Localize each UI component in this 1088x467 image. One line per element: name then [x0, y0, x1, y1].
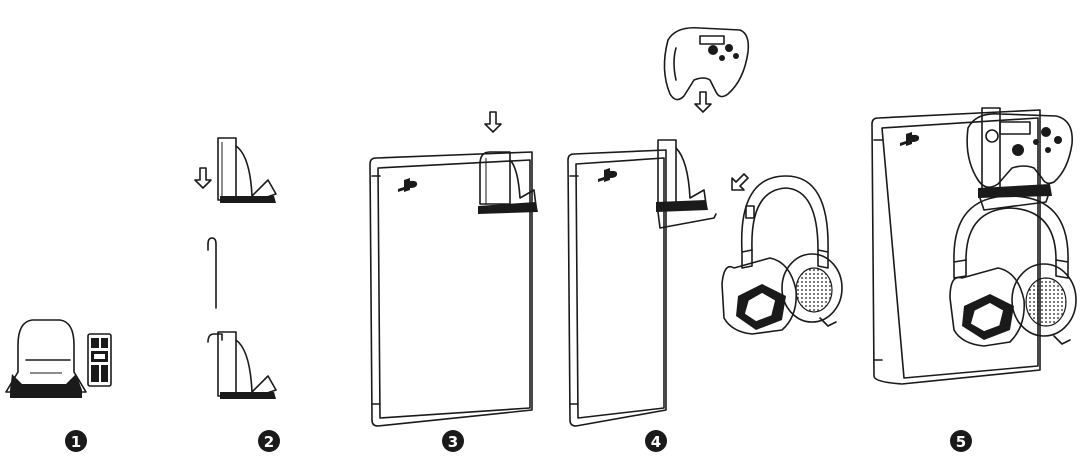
step-5-finished-setup: 5 — [871, 107, 1077, 452]
step-number-2: 2 — [264, 433, 274, 451]
step-2-insert-hook: 2 — [194, 137, 280, 452]
step-badge-4: 4 — [645, 430, 667, 452]
step-badge-2: 2 — [258, 430, 280, 452]
step-4-place-accessories: 4 — [567, 26, 843, 452]
step-number-4: 4 — [651, 433, 661, 451]
console-ps5-step5 — [871, 109, 1041, 385]
step-badge-3: 3 — [442, 430, 464, 452]
controller-icon — [663, 26, 750, 101]
mounting-plate — [87, 333, 112, 387]
console-ps5-step3 — [369, 151, 533, 427]
step-3-attach-to-console: 3 — [369, 111, 538, 452]
arrow-down-icon — [194, 167, 212, 189]
holder-mounted-step3 — [478, 151, 538, 214]
holder-mounted-step5 — [978, 107, 1052, 211]
playstation-logo-icon — [398, 178, 418, 192]
hook-part — [207, 237, 217, 309]
console-ps5-step4 — [567, 149, 667, 427]
holder-mounted-step4 — [656, 139, 717, 229]
step-number-5: 5 — [956, 433, 966, 451]
headset-icon — [949, 195, 1077, 347]
arrow-diagonal-icon — [731, 173, 749, 191]
holder-side-view-bottom — [207, 331, 277, 399]
holder-side-view-top — [217, 137, 277, 203]
headset-icon — [721, 175, 843, 335]
arrow-down-icon — [484, 111, 502, 133]
playstation-logo-icon — [900, 132, 920, 146]
holder-front-view — [5, 319, 87, 398]
controller-icon — [966, 112, 1073, 188]
step-1-parts: 1 — [5, 319, 112, 452]
step-badge-5: 5 — [950, 430, 972, 452]
arrow-down-icon — [694, 91, 712, 113]
step-badge-1: 1 — [65, 430, 87, 452]
step-number-3: 3 — [448, 433, 458, 451]
step-number-1: 1 — [71, 433, 81, 451]
playstation-logo-icon — [598, 168, 618, 182]
